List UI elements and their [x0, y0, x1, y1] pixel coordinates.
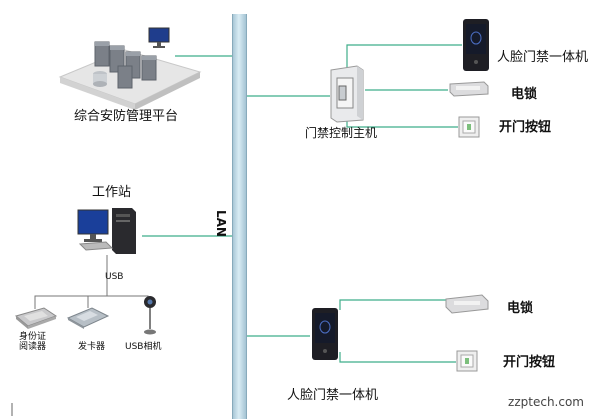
lan-bus: [232, 14, 247, 419]
usb-camera-label: USB相机: [125, 342, 162, 352]
button-bottom-label: 开门按钮: [503, 355, 556, 370]
usb-camera-icon: [144, 296, 156, 335]
link-face-button: [339, 352, 456, 363]
workstation-pc-icon: [77, 208, 136, 254]
face-terminal-icon: [463, 19, 489, 71]
usb-label: USB: [105, 272, 124, 282]
face-terminal-top-label: 人脸门禁一体机: [497, 50, 589, 65]
link-face-lock: [339, 299, 446, 310]
electric-lock-icon: [449, 81, 489, 97]
face-terminal-icon: [312, 308, 338, 360]
face-terminal-bottom-label: 人脸门禁一体机: [287, 388, 379, 403]
lan-label: LAN: [214, 210, 228, 237]
lock-bottom-label: 电锁: [507, 301, 534, 316]
exit-button-icon: [456, 350, 478, 372]
id-reader-label-line2: 阅读器: [19, 342, 47, 352]
watermark: zzptech.com: [508, 395, 584, 409]
exit-button-icon: [458, 116, 480, 138]
lock-top-label: 电锁: [511, 87, 538, 102]
workstation-label: 工作站: [92, 185, 132, 200]
platform-label: 综合安防管理平台: [74, 109, 179, 124]
id-reader-icon: [14, 307, 58, 329]
controller-label: 门禁控制主机: [305, 126, 378, 140]
id-reader-label-line1: 身份证: [19, 332, 47, 342]
electric-lock-icon: [445, 294, 489, 314]
button-top-label: 开门按钮: [499, 120, 552, 135]
access-controller-icon: [330, 65, 364, 123]
server-cluster-icon: [58, 27, 202, 110]
card-issuer-icon: [66, 307, 110, 329]
link-controller-face: [346, 44, 462, 68]
card-issuer-label: 发卡器: [78, 342, 106, 352]
